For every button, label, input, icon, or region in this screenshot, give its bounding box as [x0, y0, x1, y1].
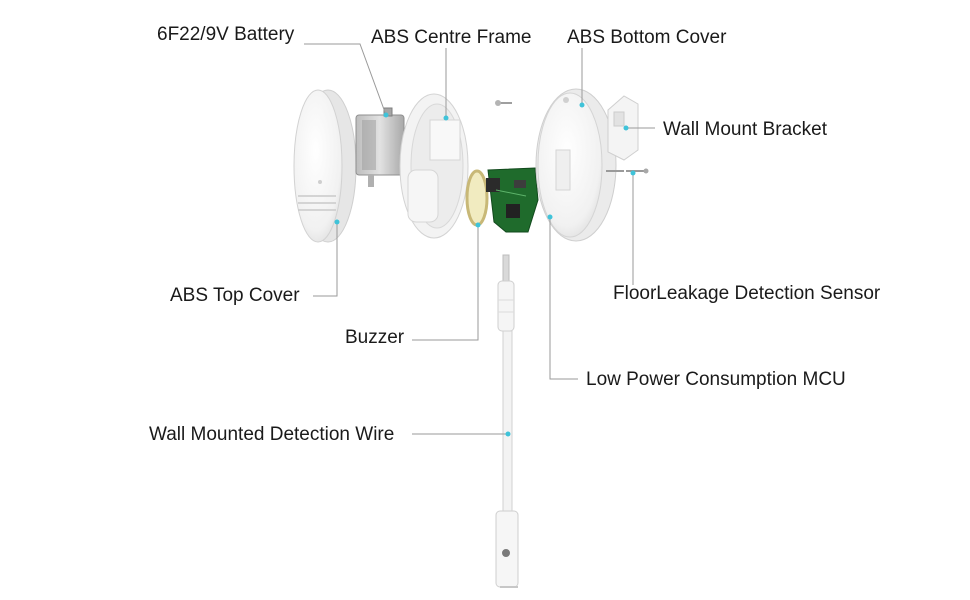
buzzer-part — [465, 169, 489, 227]
label-top-cover: ABS Top Cover — [170, 285, 300, 306]
label-detection-wire: Wall Mounted Detection Wire — [149, 424, 395, 445]
battery-part — [355, 107, 405, 187]
top-cover-part — [293, 89, 357, 243]
label-floor-sensor: FloorLeakage Detection Sensor — [613, 283, 881, 304]
wall-mount-bracket-part — [607, 95, 639, 161]
anchor-dots — [334, 102, 636, 437]
label-bottom-cover: ABS Bottom Cover — [567, 27, 727, 48]
label-buzzer: Buzzer — [345, 327, 405, 348]
leader-lines — [304, 43, 655, 435]
label-centre-frame: ABS Centre Frame — [371, 27, 532, 48]
label-mcu: Low Power Consumption MCU — [586, 369, 846, 390]
sensor-screws-part — [606, 168, 649, 174]
mcu-board-part — [486, 167, 539, 233]
label-battery: 6F22/9V Battery — [157, 24, 295, 45]
screw-part — [495, 100, 512, 106]
centre-frame-part — [399, 93, 469, 239]
label-wall-mount-bracket: Wall Mount Bracket — [663, 119, 828, 140]
detection-wire-part — [495, 254, 519, 588]
bottom-cover-part — [535, 88, 617, 242]
